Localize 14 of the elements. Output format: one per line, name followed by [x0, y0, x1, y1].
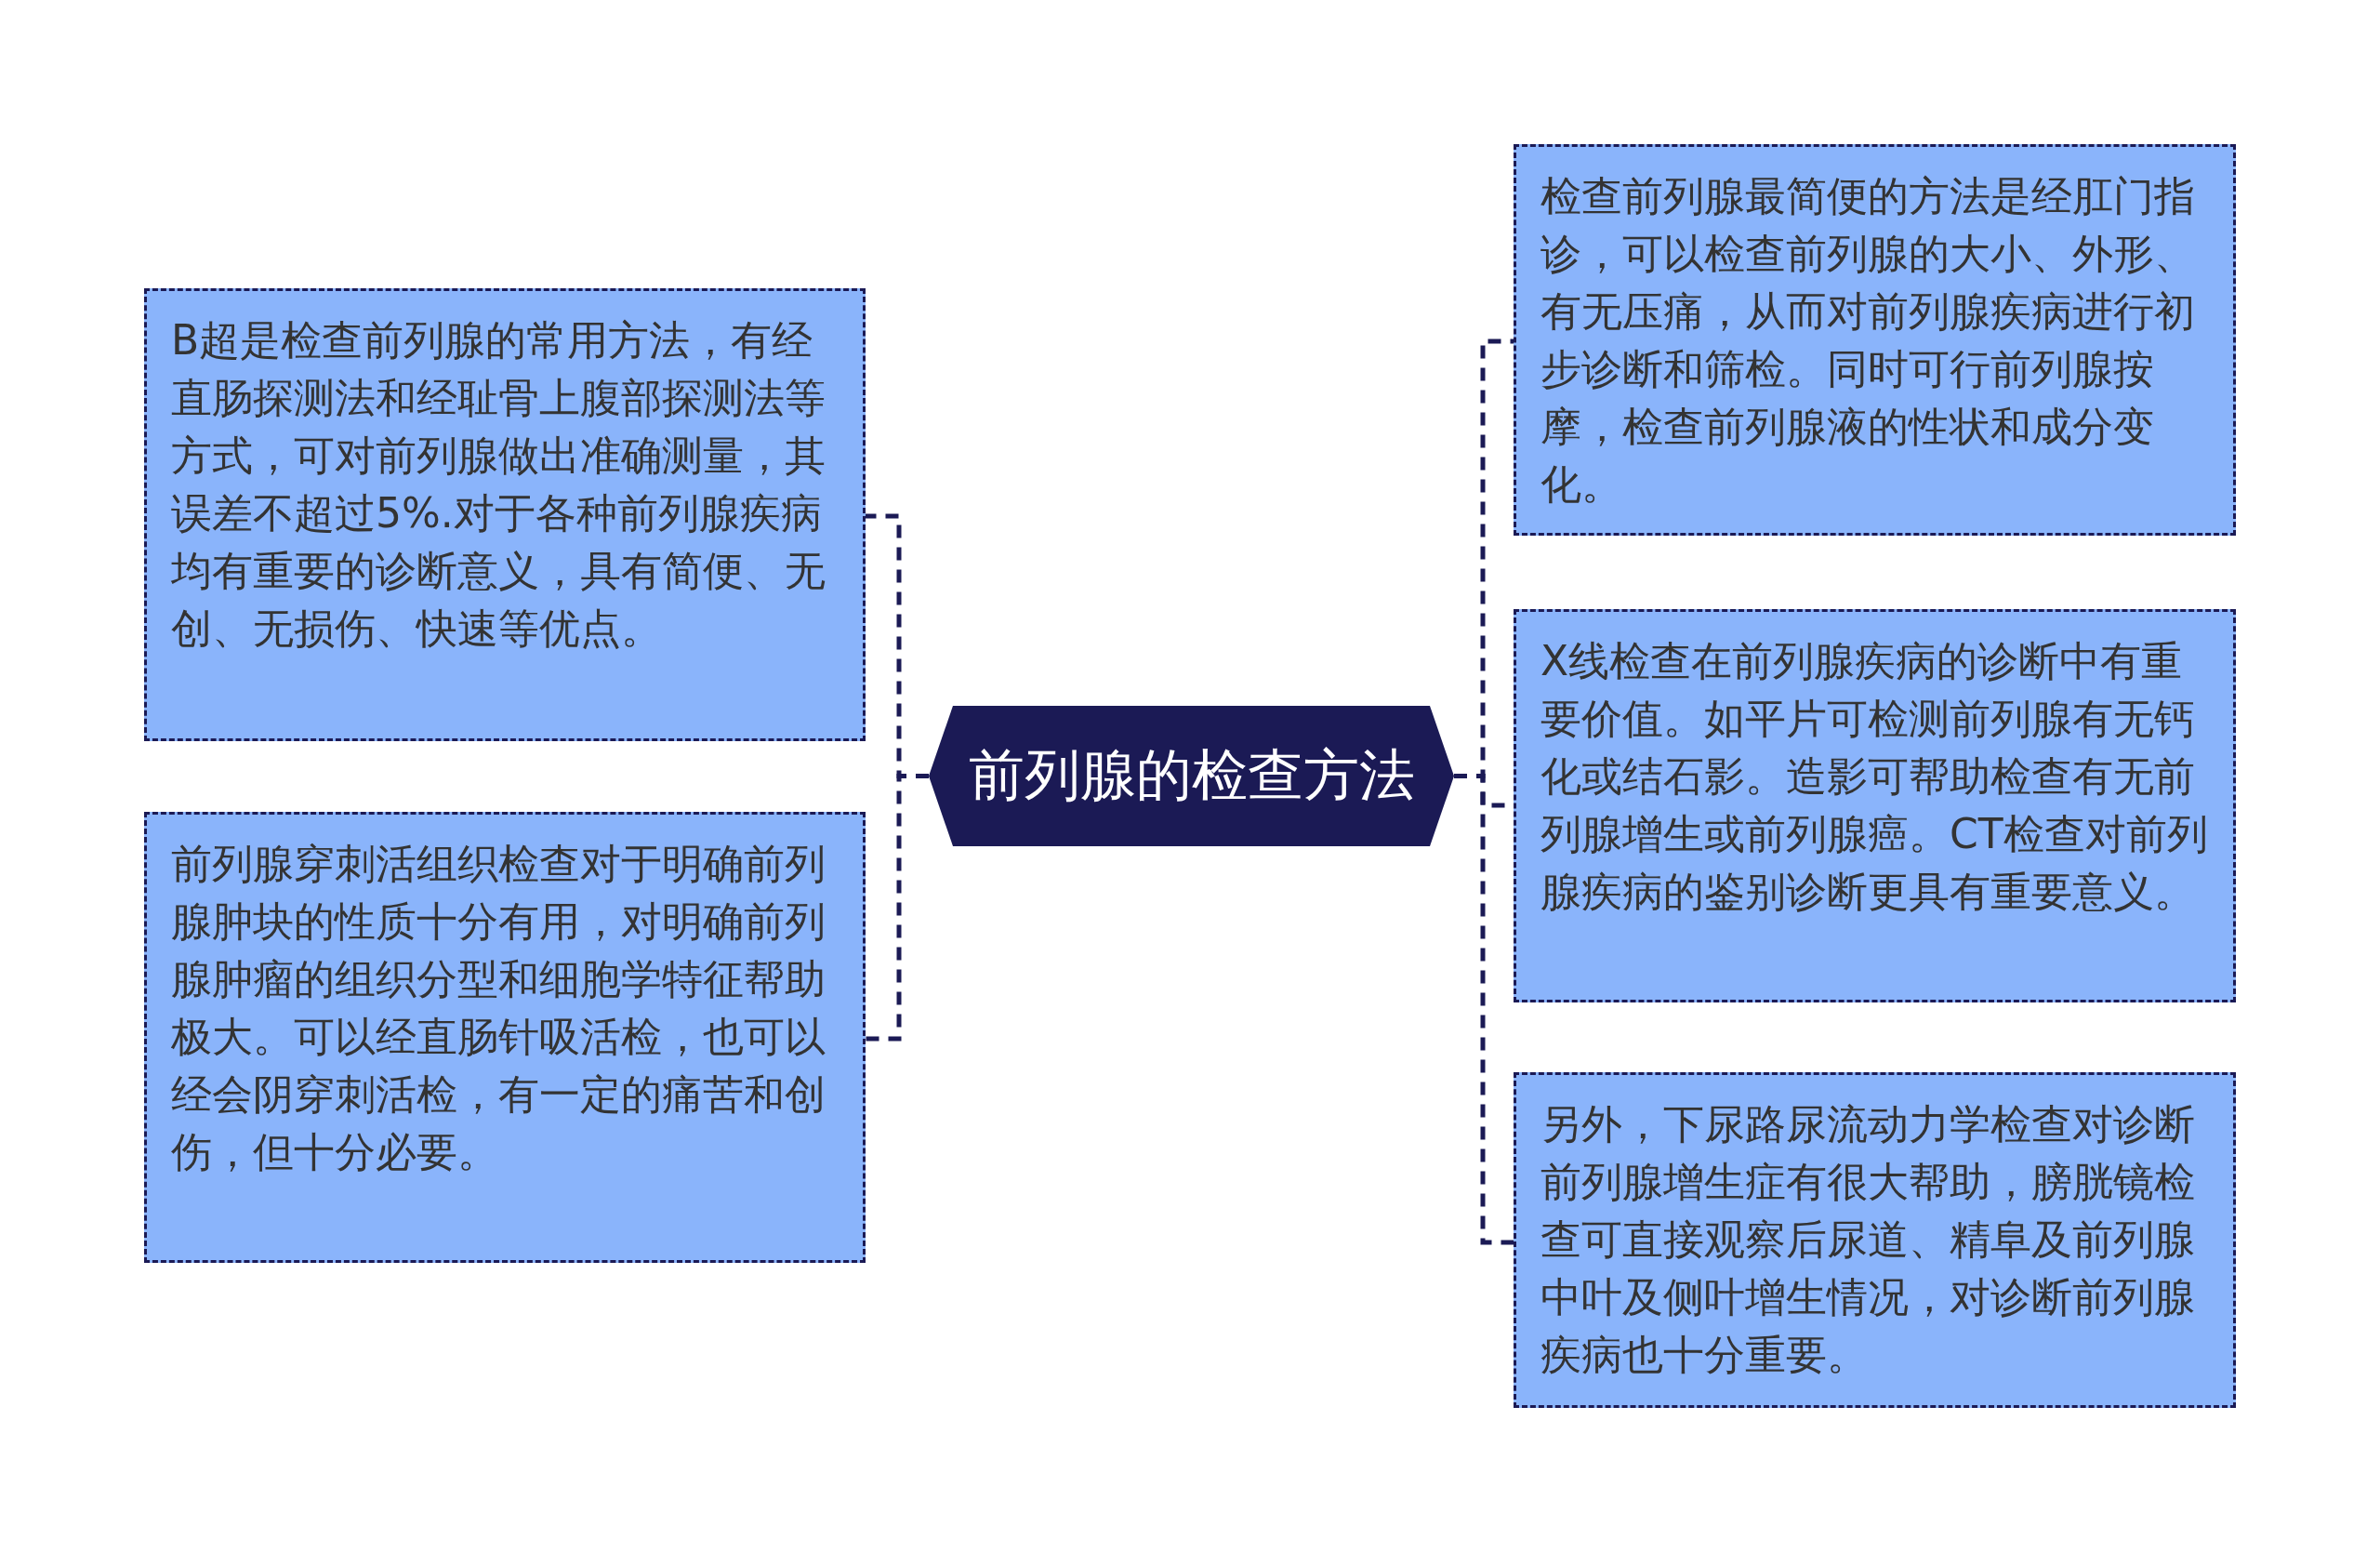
connector-line — [866, 774, 929, 1042]
box-text: X线检查在前列腺疾病的诊断中有重要价值。如平片可检测前列腺有无钙化或结石影。造影可帮助检查有无前列腺增生或前列腺癌。CT检查对前列腺疾病的鉴别诊断更具有重要意义。 — [1540, 636, 2209, 917]
text-box — [144, 288, 866, 741]
text-box — [1514, 1072, 2236, 1408]
box-text: B超是检查前列腺的常用方法，有经直肠探测法和经耻骨上腹部探测法等方式，可对前列腺做出准确测量，其误差不超过5%.对于各种前列腺疾病均有重要的诊断意义，具有简便、无创、无损伤、快速等优点。 — [171, 315, 826, 654]
topic-hexagon — [929, 706, 1454, 846]
connector-line — [1454, 774, 1514, 1245]
box-text: 另外，下尿路尿流动力学检查对诊断前列腺增生症有很大帮助，膀胱镜检查可直接观察后尿道、精阜及前列腺中叶及侧叶增生情况，对诊断前列腺疾病也十分重要。 — [1540, 1099, 2196, 1380]
box-text: 前列腺穿刺活组织检查对于明确前列腺肿块的性质十分有用，对明确前列腺肿瘤的组织分型和细胞学特征帮助极大。可以经直肠针吸活检，也可以经会阴穿刺活检，有一定的痛苦和创伤，但十分必要。 — [171, 839, 826, 1177]
text-box — [1514, 609, 2236, 1002]
topic-title: 前列腺的检查方法 — [967, 741, 1416, 809]
text-box — [144, 812, 866, 1263]
text-box — [1514, 144, 2236, 536]
box-text: 检查前列腺最简便的方法是经肛门指诊，可以检查前列腺的大小、外形、有无压痛，从而对前列腺疾病进行初步诊断和筛检。同时可行前列腺按摩，检查前列腺液的性状和成分变化。 — [1540, 171, 2196, 510]
